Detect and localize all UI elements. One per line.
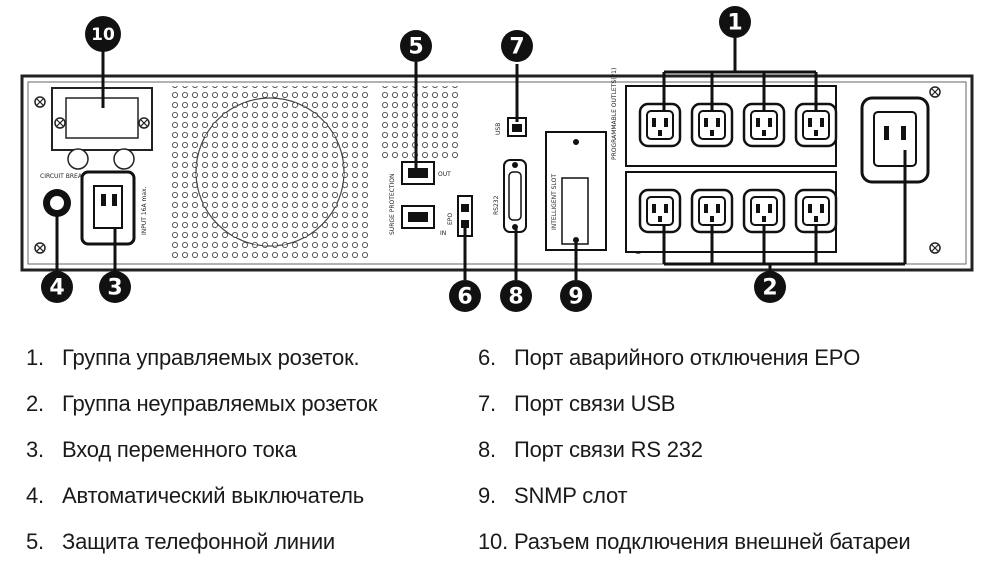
svg-text:OUT: OUT xyxy=(438,171,451,178)
callout-6: 6 xyxy=(449,280,481,312)
legend-item: 8.Порт связи RS 232 xyxy=(478,437,703,462)
legend-left-column: 1.Группа управляемых розеток. 2.Группа н… xyxy=(26,335,526,565)
non-programmable-outlet-group xyxy=(625,171,838,253)
svg-text:9: 9 xyxy=(568,285,583,310)
legend-item: 9.SNMP слот xyxy=(478,483,628,508)
callout-8: 8 xyxy=(500,280,532,312)
svg-text:2: 2 xyxy=(762,276,777,301)
svg-text:5: 5 xyxy=(408,35,423,60)
svg-text:CIRCUIT BREAKER: CIRCUIT BREAKER xyxy=(40,173,94,180)
svg-text:7: 7 xyxy=(509,35,524,60)
legend-item: 7.Порт связи USB xyxy=(478,391,676,416)
svg-text:INTELLIGENT SLOT: INTELLIGENT SLOT xyxy=(551,174,558,230)
svg-text:IN: IN xyxy=(440,230,446,237)
circuit-breaker: CIRCUIT BREAKER xyxy=(40,173,94,217)
legend-item: 10.Разъем подключения внешней батареи xyxy=(478,529,911,554)
svg-text:RS232: RS232 xyxy=(493,195,500,215)
callout-10: 10 xyxy=(85,16,121,52)
epo-port: EPO xyxy=(447,195,473,237)
legend-item: 6.Порт аварийного отключения EPO xyxy=(478,345,861,370)
surge-protection-ports: SURGE PROTECTION IN OUT xyxy=(389,161,451,237)
output-outlet-large xyxy=(860,96,930,184)
callout-3: 3 xyxy=(99,271,131,303)
ups-rear-panel-diagram: CIRCUIT BREAKER INPUT 16A max. SURGE PRO… xyxy=(20,6,974,312)
svg-text:10: 10 xyxy=(91,25,115,45)
snmp-slot: INTELLIGENT SLOT xyxy=(545,131,607,251)
svg-text:SURGE PROTECTION: SURGE PROTECTION xyxy=(389,173,396,235)
ac-input: INPUT 16A max. xyxy=(80,170,148,246)
svg-text:INPUT 16A max.: INPUT 16A max. xyxy=(141,186,148,235)
svg-text:3: 3 xyxy=(107,276,122,301)
callout-5: 5 xyxy=(400,30,432,62)
programmable-outlet-group: PROGRAMMABLE OUTLETS(P1) xyxy=(611,68,838,167)
callout-7: 7 xyxy=(501,30,533,62)
rs232-port: RS232 xyxy=(493,159,527,233)
legend-item: 1.Группа управляемых розеток. xyxy=(26,345,360,370)
callout-9: 9 xyxy=(560,280,592,312)
legend-item: 5.Защита телефонной линии xyxy=(26,529,336,554)
svg-text:6: 6 xyxy=(457,285,472,310)
legend-item: 4.Автоматический выключатель xyxy=(26,483,365,508)
svg-text:EPO: EPO xyxy=(447,213,454,225)
callout-1: 1 xyxy=(719,6,751,38)
legend-right-column: 6.Порт аварийного отключения EPO 7.Порт … xyxy=(478,335,978,565)
svg-text:8: 8 xyxy=(508,285,523,310)
legend-item: 2.Группа неуправляемых розеток xyxy=(26,391,378,416)
svg-text:PROGRAMMABLE OUTLETS(P1): PROGRAMMABLE OUTLETS(P1) xyxy=(611,68,618,160)
usb-port: USB xyxy=(495,117,527,137)
svg-text:1: 1 xyxy=(727,11,742,36)
svg-text:4: 4 xyxy=(49,276,64,301)
svg-text:USB: USB xyxy=(495,123,502,135)
callout-4: 4 xyxy=(41,271,73,303)
legend-item: 3.Вход переменного тока xyxy=(26,437,297,462)
callout-2: 2 xyxy=(754,271,786,303)
